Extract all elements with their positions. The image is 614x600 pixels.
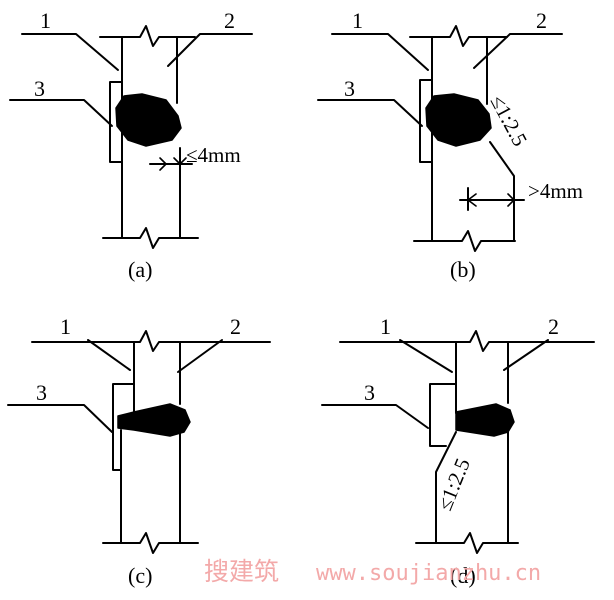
leader-2 (473, 33, 563, 69)
caption-d: (d) (450, 563, 476, 588)
label-1-c: 1 (60, 314, 71, 339)
label-3-d: 3 (364, 380, 375, 405)
label-3-c: 3 (36, 380, 47, 405)
break-line-top (31, 330, 271, 352)
backing-strip (112, 383, 135, 471)
break-line-bottom (102, 227, 199, 249)
label-2-d: 2 (548, 314, 559, 339)
break-line-top (339, 330, 595, 352)
leader-3 (321, 404, 429, 429)
dimension-text-a: ≤4mm (186, 143, 241, 167)
plate-top (121, 36, 178, 104)
weld-bead-b (425, 93, 492, 147)
plate-top (455, 341, 509, 414)
leader-3 (9, 99, 113, 127)
dimension-marker (459, 187, 525, 211)
leader-1 (21, 33, 119, 71)
caption-a: (a) (128, 257, 152, 282)
break-line-bottom (102, 532, 199, 554)
watermark-url: www.soujianzhu.cn (316, 561, 541, 586)
leader-3 (7, 404, 113, 433)
leader-2 (177, 339, 223, 373)
leader-1 (87, 339, 131, 371)
leader-1 (399, 339, 453, 373)
break-line-bottom (415, 532, 519, 554)
break-line-top (409, 25, 508, 47)
plate-bottom (435, 431, 509, 544)
leader-3 (317, 99, 423, 127)
backing-strip (429, 383, 457, 447)
leader-1 (331, 33, 429, 71)
plate-bottom (431, 141, 515, 242)
plate-top (133, 341, 181, 415)
dimension-marker (149, 147, 193, 173)
diagram-a (9, 25, 253, 249)
label-3-b: 3 (344, 76, 355, 101)
label-2-b: 2 (536, 8, 547, 33)
leader-2 (503, 339, 549, 371)
slope-text-b: ≤1:2.5 (486, 91, 533, 150)
caption-c: (c) (128, 563, 152, 588)
plate-bottom (120, 429, 181, 544)
weld-bead-d (455, 403, 515, 437)
plate-bottom (121, 143, 181, 239)
label-1-a: 1 (40, 8, 51, 33)
diagram-d (321, 330, 595, 554)
watermark-brand: 搜建筑 (204, 557, 279, 586)
slope-text-d: ≤1:2.5 (432, 455, 475, 514)
label-1-d: 1 (380, 314, 391, 339)
leader-2 (167, 33, 253, 67)
caption-b: (b) (450, 257, 476, 282)
label-1-b: 1 (352, 8, 363, 33)
break-line-top (99, 25, 196, 47)
label-2-a: 2 (224, 8, 235, 33)
dimension-text-b: >4mm (528, 179, 583, 203)
label-2-c: 2 (230, 314, 241, 339)
weld-bead-a (115, 93, 182, 147)
label-3-a: 3 (34, 76, 45, 101)
break-line-bottom (413, 230, 516, 252)
weld-bead-c (117, 403, 191, 437)
diagram-c (7, 330, 271, 554)
plate-top (431, 36, 488, 105)
